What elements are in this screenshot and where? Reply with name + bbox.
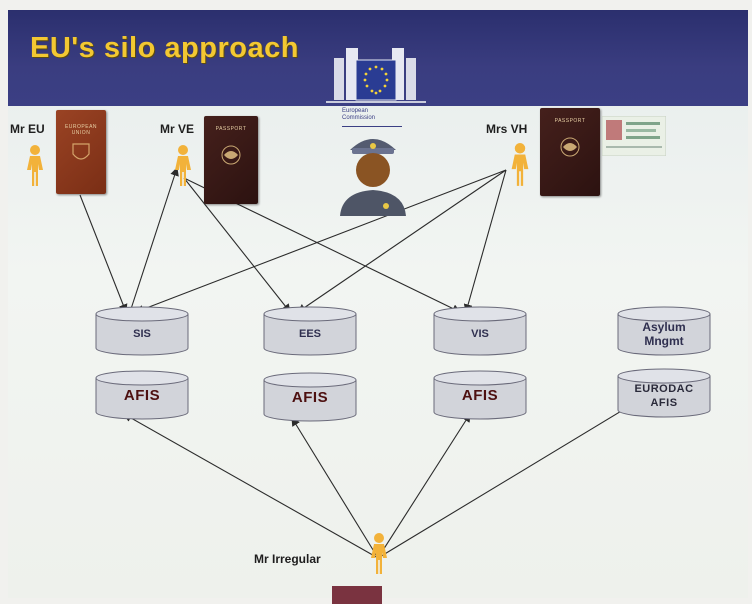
logo-rule bbox=[342, 126, 402, 127]
database-asylum-mngmt: Asylum Mngmt bbox=[616, 306, 712, 356]
database-label: AFIS bbox=[123, 387, 161, 404]
arrow-irregular-afis1 bbox=[123, 413, 379, 559]
person-icon bbox=[27, 145, 43, 186]
database-vis: VIS bbox=[432, 306, 528, 356]
person-label-mr-eu: Mr EU bbox=[10, 122, 45, 136]
person-label-mr-ve: Mr VE bbox=[160, 122, 195, 136]
footer-mark bbox=[332, 586, 382, 604]
arrow-irregular-eurodac bbox=[377, 383, 667, 559]
passport-mr-ve: PASSPORT bbox=[204, 116, 258, 204]
database-ees: EES bbox=[262, 306, 358, 356]
arrow-mrsvh-vis bbox=[463, 169, 507, 314]
database-label: EURODAC AFIS bbox=[634, 383, 694, 409]
database-label: AFIS bbox=[461, 387, 499, 404]
person-icon bbox=[371, 533, 387, 574]
database-afis-vis: AFIS bbox=[432, 370, 528, 420]
database-afis-ees: AFIS bbox=[262, 372, 358, 422]
border-officer-icon bbox=[340, 139, 406, 216]
arrow-mrsvh-ees bbox=[297, 169, 507, 313]
database-afis-sis: AFIS bbox=[94, 370, 190, 420]
database-label: AFIS bbox=[291, 389, 329, 406]
database-sis: SIS bbox=[94, 306, 190, 356]
arrow-irregular-afis2 bbox=[291, 417, 379, 559]
arrow-sis-mrve bbox=[129, 166, 179, 313]
arrow-irregular-afis3 bbox=[377, 413, 471, 559]
european-commission-logo bbox=[326, 48, 426, 103]
passport-mrs-vh: PASSPORT bbox=[540, 108, 600, 196]
person-icon bbox=[175, 145, 191, 186]
person-label-mr-irregular: Mr Irregular bbox=[254, 552, 321, 566]
database-label: Asylum Mngmt bbox=[642, 320, 686, 348]
slide-header: EU's silo approach bbox=[8, 10, 748, 106]
person-label-mrs-vh: Mrs VH bbox=[486, 122, 528, 136]
passport-mr-eu: EUROPEAN UNION bbox=[56, 110, 106, 194]
passport-cover-text: PASSPORT bbox=[554, 118, 586, 124]
arrow-mrsvh-sis bbox=[134, 169, 507, 314]
person-icon bbox=[511, 143, 529, 186]
connection-arrows bbox=[79, 166, 667, 559]
arrow-mrve-ees bbox=[183, 177, 291, 313]
database-label: SIS bbox=[133, 328, 151, 340]
slide: EU's silo approach European Commission bbox=[8, 10, 748, 598]
visa-sticker bbox=[602, 116, 666, 156]
arrow-mreu-sis bbox=[79, 194, 128, 314]
database-eurodac-afis: EURODAC AFIS bbox=[616, 368, 712, 418]
slide-title: EU's silo approach bbox=[30, 32, 299, 64]
database-label: VIS bbox=[471, 328, 489, 340]
logo-caption: European Commission bbox=[342, 108, 376, 121]
passport-cover-text: PASSPORT bbox=[215, 126, 247, 132]
database-label: EES bbox=[298, 328, 321, 340]
